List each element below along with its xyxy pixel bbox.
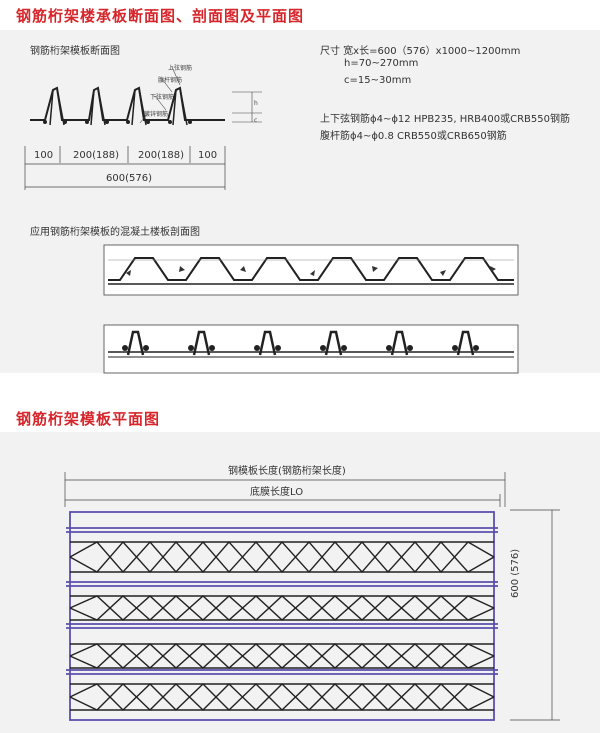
plan-bottom-length-label: 底膜长度LO <box>250 487 304 498</box>
section-caption: 应用钢筋桁架模板的混凝土楼板剖面图 <box>30 227 200 238</box>
section-title-profiles: 钢筋桁架楼承板断面图、剖面图及平面图 <box>16 7 305 25</box>
label-top-chord: 上弦钢筋 <box>168 65 193 72</box>
spec-size: 尺寸 宽x长=600（576）x1000~1200mm <box>320 46 521 57</box>
profile-subtitle: 钢筋桁架模板断面图 <box>30 46 120 57</box>
spec-chord: 上下弦钢筋ϕ4~ϕ12 HPB235, HRB400或CRB550钢筋 <box>320 114 570 125</box>
plan-trusses <box>69 540 495 711</box>
formwork-profile <box>30 86 225 126</box>
plan-drawing <box>64 472 560 721</box>
slab-section-cross <box>103 324 519 374</box>
label-web: 腹杆钢筋 <box>158 77 183 84</box>
profile-panel: 钢筋桁架模板断面图 上弦钢筋 腹杆钢筋 下弦钢筋 镀锌钢筋 h c 100 20… <box>0 30 600 374</box>
label-bottom-chord: 下弦钢筋 <box>150 94 175 101</box>
dim-total-width: 600(576) <box>106 173 152 184</box>
label-c: c <box>254 117 258 124</box>
plan-length-label: 钢模板长度(钢筋桁架长度) <box>228 466 346 477</box>
dim-200-a: 200(188) <box>73 150 119 161</box>
plan-rails <box>66 511 498 721</box>
spec-c: c=15~30mm <box>344 75 412 86</box>
dim-100-right: 100 <box>198 150 218 161</box>
slab-section-truss <box>103 244 519 296</box>
label-h: h <box>254 100 258 107</box>
section-title-plan: 钢筋桁架模板平面图 <box>16 410 161 428</box>
dim-100-left: 100 <box>34 150 54 161</box>
dim-200-b: 200(188) <box>138 150 184 161</box>
spec-h: h=70~270mm <box>344 58 419 69</box>
profile-drawings <box>24 66 519 374</box>
label-weld: 镀锌钢筋 <box>144 111 169 118</box>
plan-panel: 钢模板长度(钢筋桁架长度) 底膜长度LO 600 (576) <box>0 432 600 733</box>
spec-web: 腹杆筋ϕ4~ϕ0.8 CRB550或CRB650钢筋 <box>320 131 507 142</box>
